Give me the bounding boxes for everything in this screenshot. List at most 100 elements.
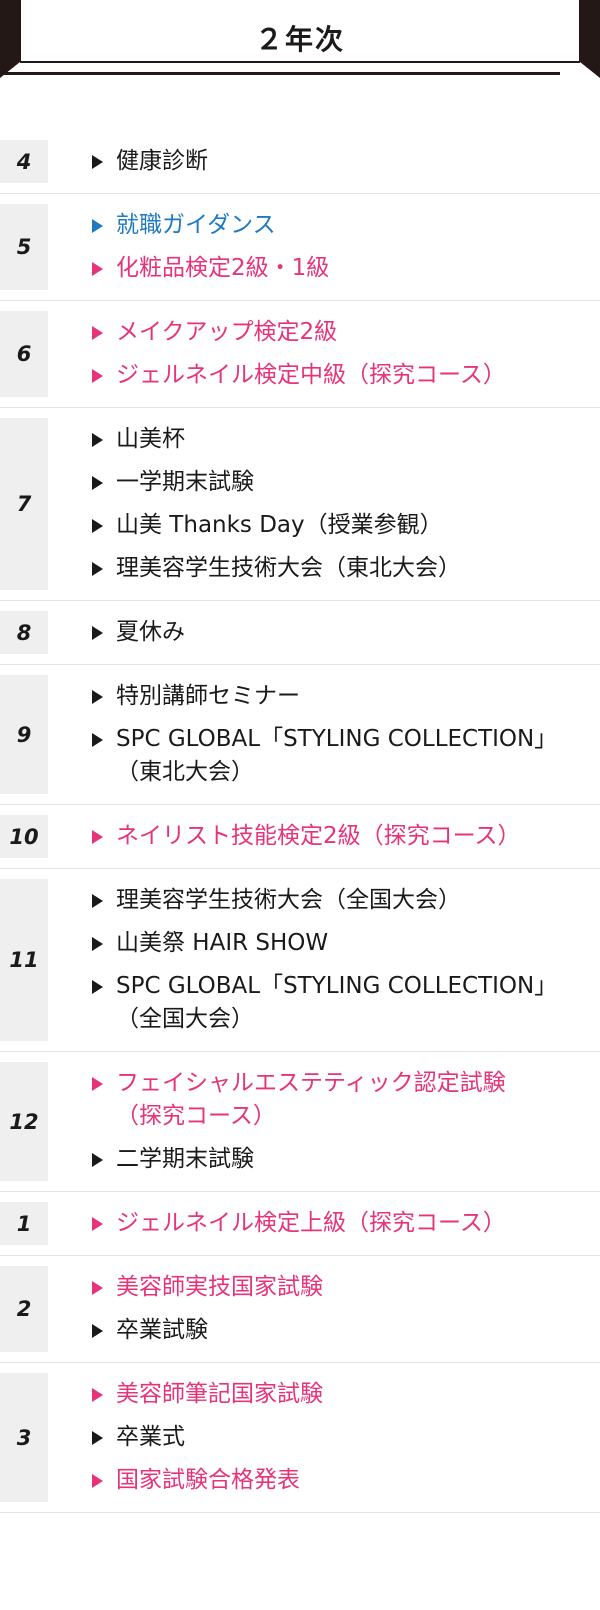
event-item: 美容師実技国家試験 — [92, 1271, 594, 1304]
event-list: ジェルネイル検定上級（探究コース） — [48, 1202, 600, 1245]
triangle-bullet-icon — [92, 894, 103, 908]
event-item: 卒業式 — [92, 1421, 594, 1454]
triangle-bullet-icon — [92, 562, 103, 576]
event-text: 卒業試験 — [116, 1317, 208, 1343]
event-item: 理美容学生技術大会（全国大会） — [92, 884, 594, 917]
event-text: 夏休み — [116, 619, 185, 645]
event-text: 特別講師セミナー — [116, 683, 300, 709]
triangle-bullet-icon — [92, 626, 103, 640]
event-text: ジェルネイル検定中級（探究コース） — [116, 362, 506, 388]
event-text: 卒業式 — [116, 1424, 185, 1450]
triangle-bullet-icon — [92, 1324, 103, 1338]
schedule-row: 12 フェイシャルエステティック認定試験（探究コース） 二学期末試験 — [0, 1052, 600, 1192]
month-label: 7 — [0, 418, 48, 590]
triangle-bullet-icon — [92, 733, 103, 747]
event-text: 国家試験合格発表 — [116, 1467, 300, 1493]
event-text: 健康診断 — [116, 148, 208, 174]
event-text: 美容師筆記国家試験 — [116, 1381, 323, 1407]
event-item: 化粧品検定2級・1級 — [92, 252, 594, 285]
triangle-bullet-icon — [92, 1077, 103, 1091]
event-text: 化粧品検定2級・1級 — [116, 255, 330, 281]
triangle-bullet-icon — [92, 1217, 103, 1231]
month-label: 4 — [0, 140, 48, 183]
event-list: 美容師実技国家試験卒業試験 — [48, 1266, 600, 1352]
event-list: 理美容学生技術大会（全国大会） 山美祭 HAIR SHOW SPC GLOBAL「S… — [48, 879, 600, 1041]
event-list: 美容師筆記国家試験卒業式国家試験合格発表 — [48, 1373, 600, 1502]
event-item: 国家試験合格発表 — [92, 1464, 594, 1497]
event-list: 特別講師セミナー SPC GLOBAL「STYLING COLLECTION」（東… — [48, 675, 600, 794]
schedule-row: 7 山美杯一学期末試験山美 Thanks Day（授業参観） 理美容学生技術大会（東… — [0, 408, 600, 601]
event-item: 夏休み — [92, 616, 594, 649]
event-text: 一学期末試験 — [116, 469, 254, 495]
event-text: ジェルネイル検定上級（探究コース） — [116, 1210, 506, 1236]
event-text: ネイリスト技能検定2級（探究コース） — [116, 823, 521, 849]
triangle-bullet-icon — [92, 219, 103, 233]
schedule-row: 10 ネイリスト技能検定2級（探究コース） — [0, 805, 600, 869]
event-item: 山美 Thanks Day（授業参観） — [92, 509, 594, 542]
event-item: SPC GLOBAL「STYLING COLLECTION」 （全国大会） — [92, 970, 594, 1036]
event-item: 健康診断 — [92, 145, 594, 178]
event-text: 理美容学生技術大会（東北大会） — [116, 555, 461, 581]
month-label: 11 — [0, 879, 48, 1041]
event-text: SPC GLOBAL「STYLING COLLECTION」 — [116, 726, 558, 752]
event-list: 就職ガイダンス化粧品検定2級・1級 — [48, 204, 600, 290]
triangle-bullet-icon — [92, 1388, 103, 1402]
triangle-bullet-icon — [92, 433, 103, 447]
triangle-bullet-icon — [92, 1153, 103, 1167]
triangle-bullet-icon — [92, 1474, 103, 1488]
triangle-bullet-icon — [92, 937, 103, 951]
triangle-bullet-icon — [92, 1281, 103, 1295]
event-item: 特別講師セミナー — [92, 680, 594, 713]
month-label: 10 — [0, 815, 48, 858]
month-label: 5 — [0, 204, 48, 290]
event-text: 理美容学生技術大会（全国大会） — [116, 887, 461, 913]
event-item: 美容師筆記国家試験 — [92, 1378, 594, 1411]
event-text: 山美 Thanks Day（授業参観） — [116, 512, 443, 538]
month-label: 2 — [0, 1266, 48, 1352]
event-text: 山美祭 HAIR SHOW — [116, 930, 329, 956]
triangle-bullet-icon — [92, 326, 103, 340]
event-item: フェイシャルエステティック認定試験（探究コース） — [92, 1067, 594, 1133]
event-list: フェイシャルエステティック認定試験（探究コース） 二学期末試験 — [48, 1062, 600, 1181]
triangle-bullet-icon — [92, 690, 103, 704]
triangle-bullet-icon — [92, 369, 103, 383]
event-item: 山美杯 — [92, 423, 594, 456]
month-label: 12 — [0, 1062, 48, 1181]
event-list: 夏休み — [48, 611, 600, 654]
event-text: メイクアップ検定2級 — [116, 319, 338, 345]
event-text: フェイシャルエステティック認定試験 — [116, 1070, 506, 1096]
event-list: 山美杯一学期末試験山美 Thanks Day（授業参観） 理美容学生技術大会（東北… — [48, 418, 600, 590]
month-label: 8 — [0, 611, 48, 654]
event-list: 健康診断 — [48, 140, 600, 183]
event-item: 山美祭 HAIR SHOW — [92, 927, 594, 960]
event-text: 山美杯 — [116, 426, 185, 452]
month-label: 6 — [0, 311, 48, 397]
triangle-bullet-icon — [92, 980, 103, 994]
event-item: 一学期末試験 — [92, 466, 594, 499]
header-tab-shape — [0, 0, 600, 78]
month-label: 9 — [0, 675, 48, 794]
triangle-bullet-icon — [92, 830, 103, 844]
event-item: 理美容学生技術大会（東北大会） — [92, 552, 594, 585]
event-text: SPC GLOBAL「STYLING COLLECTION」 — [116, 973, 558, 999]
year-title: ２年次 — [254, 23, 345, 56]
month-label: 3 — [0, 1373, 48, 1502]
triangle-bullet-icon — [92, 262, 103, 276]
event-text: （全国大会） — [116, 1006, 254, 1032]
event-item: ジェルネイル検定中級（探究コース） — [92, 359, 594, 392]
event-item: 就職ガイダンス — [92, 209, 594, 242]
event-text: 就職ガイダンス — [116, 212, 276, 238]
triangle-bullet-icon — [92, 1431, 103, 1445]
event-item: 卒業試験 — [92, 1314, 594, 1347]
event-item: SPC GLOBAL「STYLING COLLECTION」（東北大会） — [92, 723, 594, 789]
event-item: 二学期末試験 — [92, 1143, 594, 1176]
event-item: ネイリスト技能検定2級（探究コース） — [92, 820, 594, 853]
triangle-bullet-icon — [92, 155, 103, 169]
event-list: メイクアップ検定2級ジェルネイル検定中級（探究コース） — [48, 311, 600, 397]
schedule-row: 4 健康診断 — [0, 130, 600, 194]
